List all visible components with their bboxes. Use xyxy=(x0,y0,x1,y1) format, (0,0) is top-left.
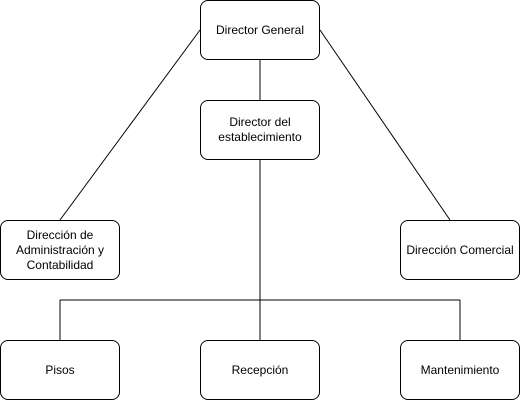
node-direccion-comercial: Dirección Comercial xyxy=(400,220,520,280)
edge-general-to-comercial xyxy=(319,29,451,221)
edge-general-to-administracion xyxy=(59,29,201,221)
node-director-general: Director General xyxy=(200,0,320,60)
node-mantenimiento: Mantenimiento xyxy=(400,340,520,400)
node-recepcion: Recepción xyxy=(200,340,320,400)
node-pisos: Pisos xyxy=(0,340,120,400)
node-director-establecimiento: Director del establecimiento xyxy=(200,100,320,160)
node-direccion-administracion: Dirección de Administración y Contabilid… xyxy=(0,220,120,280)
